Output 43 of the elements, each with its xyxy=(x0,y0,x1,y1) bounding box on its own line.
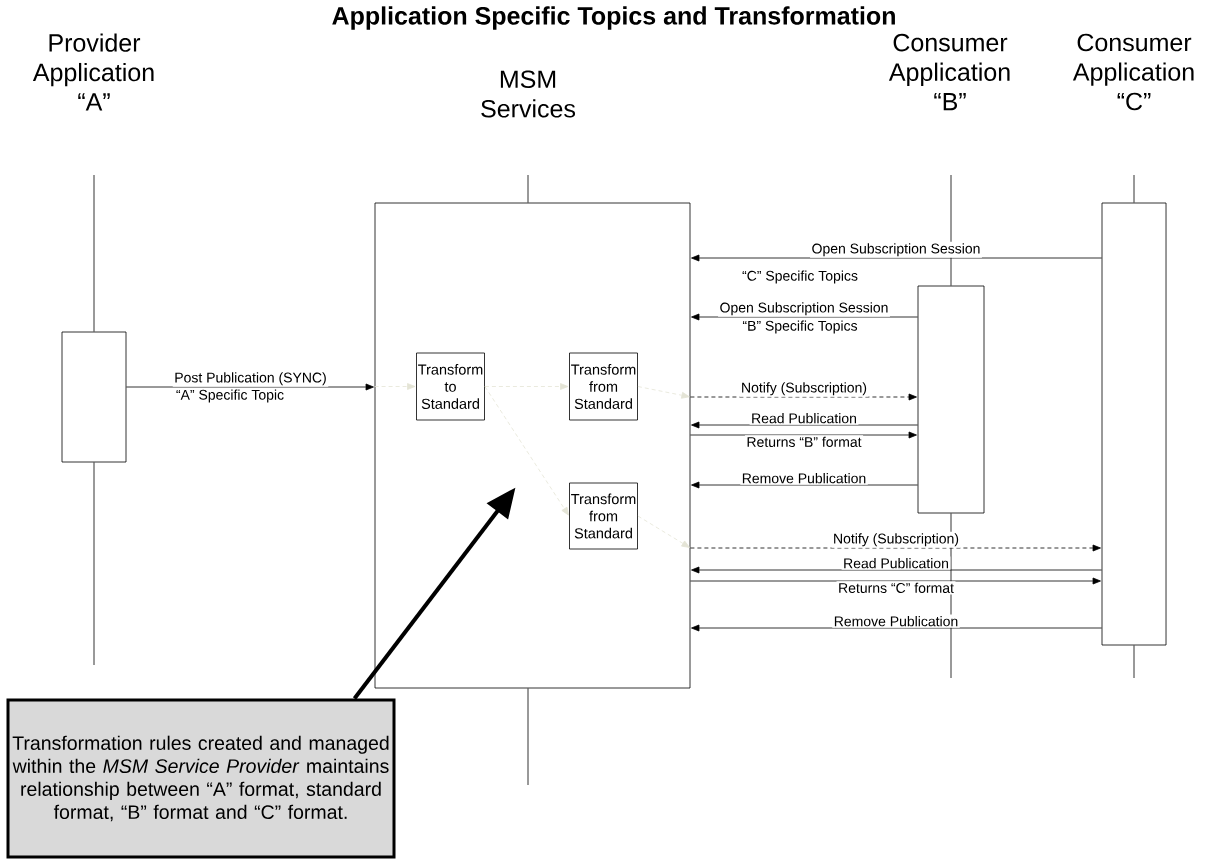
arrow xyxy=(637,515,690,548)
arrow xyxy=(690,544,1101,552)
arrow xyxy=(374,383,416,390)
process-box: Transform from Standard xyxy=(569,482,638,550)
arrow xyxy=(691,566,1102,574)
arrow xyxy=(484,383,569,390)
activation-box xyxy=(1101,202,1167,646)
edge-label: Remove Publication xyxy=(832,614,960,628)
message-note: “B” Specific Topics xyxy=(742,320,858,334)
edge-label: Notify (Subscription) xyxy=(831,531,961,548)
edge-label: Returns “B” format xyxy=(744,435,864,449)
message-note: “A” Specific Topic xyxy=(176,389,284,403)
title: Application Specific Topics and Transformation xyxy=(332,6,895,30)
participant-header: Consumer Application “C” xyxy=(1072,33,1194,111)
arrow xyxy=(691,421,918,429)
arrow xyxy=(691,313,918,321)
edge-label: Returns “C” format xyxy=(836,581,956,595)
participant-header: MSM Services xyxy=(481,70,575,118)
arrow xyxy=(126,383,374,391)
process-box: Transform to Standard xyxy=(416,352,485,421)
arrow xyxy=(637,386,690,399)
edge-label: Open Subscription Session xyxy=(810,241,982,258)
participant-header: Consumer Application “B” xyxy=(888,33,1010,111)
edge-label: Read Publication xyxy=(841,556,951,570)
participant-header: Provider Application “A” xyxy=(32,33,154,111)
activation-box xyxy=(374,202,691,689)
process-box: Transform from Standard xyxy=(569,352,638,421)
edge-label: Post Publication (SYNC) xyxy=(172,370,329,387)
arrow xyxy=(690,393,917,401)
arrow xyxy=(691,624,1102,632)
arrow xyxy=(690,431,917,439)
arrow xyxy=(484,386,569,516)
arrow xyxy=(691,481,918,489)
arrow xyxy=(690,577,1101,585)
edge-label: Read Publication xyxy=(749,411,859,425)
activation-box xyxy=(917,285,985,514)
edge-label: Notify (Subscription) xyxy=(739,380,869,397)
activation-box xyxy=(61,331,127,463)
message-note: “C” Specific Topics xyxy=(742,270,858,284)
arrow xyxy=(691,254,1102,262)
edge-label: Open Subscription Session xyxy=(718,300,890,317)
edge-label: Remove Publication xyxy=(740,471,868,485)
callout-box: Transformation rules created and managed within the MSM Service Provider maintains relationship between “A” format, standard format, “B” format and “C” format. xyxy=(6,698,396,859)
